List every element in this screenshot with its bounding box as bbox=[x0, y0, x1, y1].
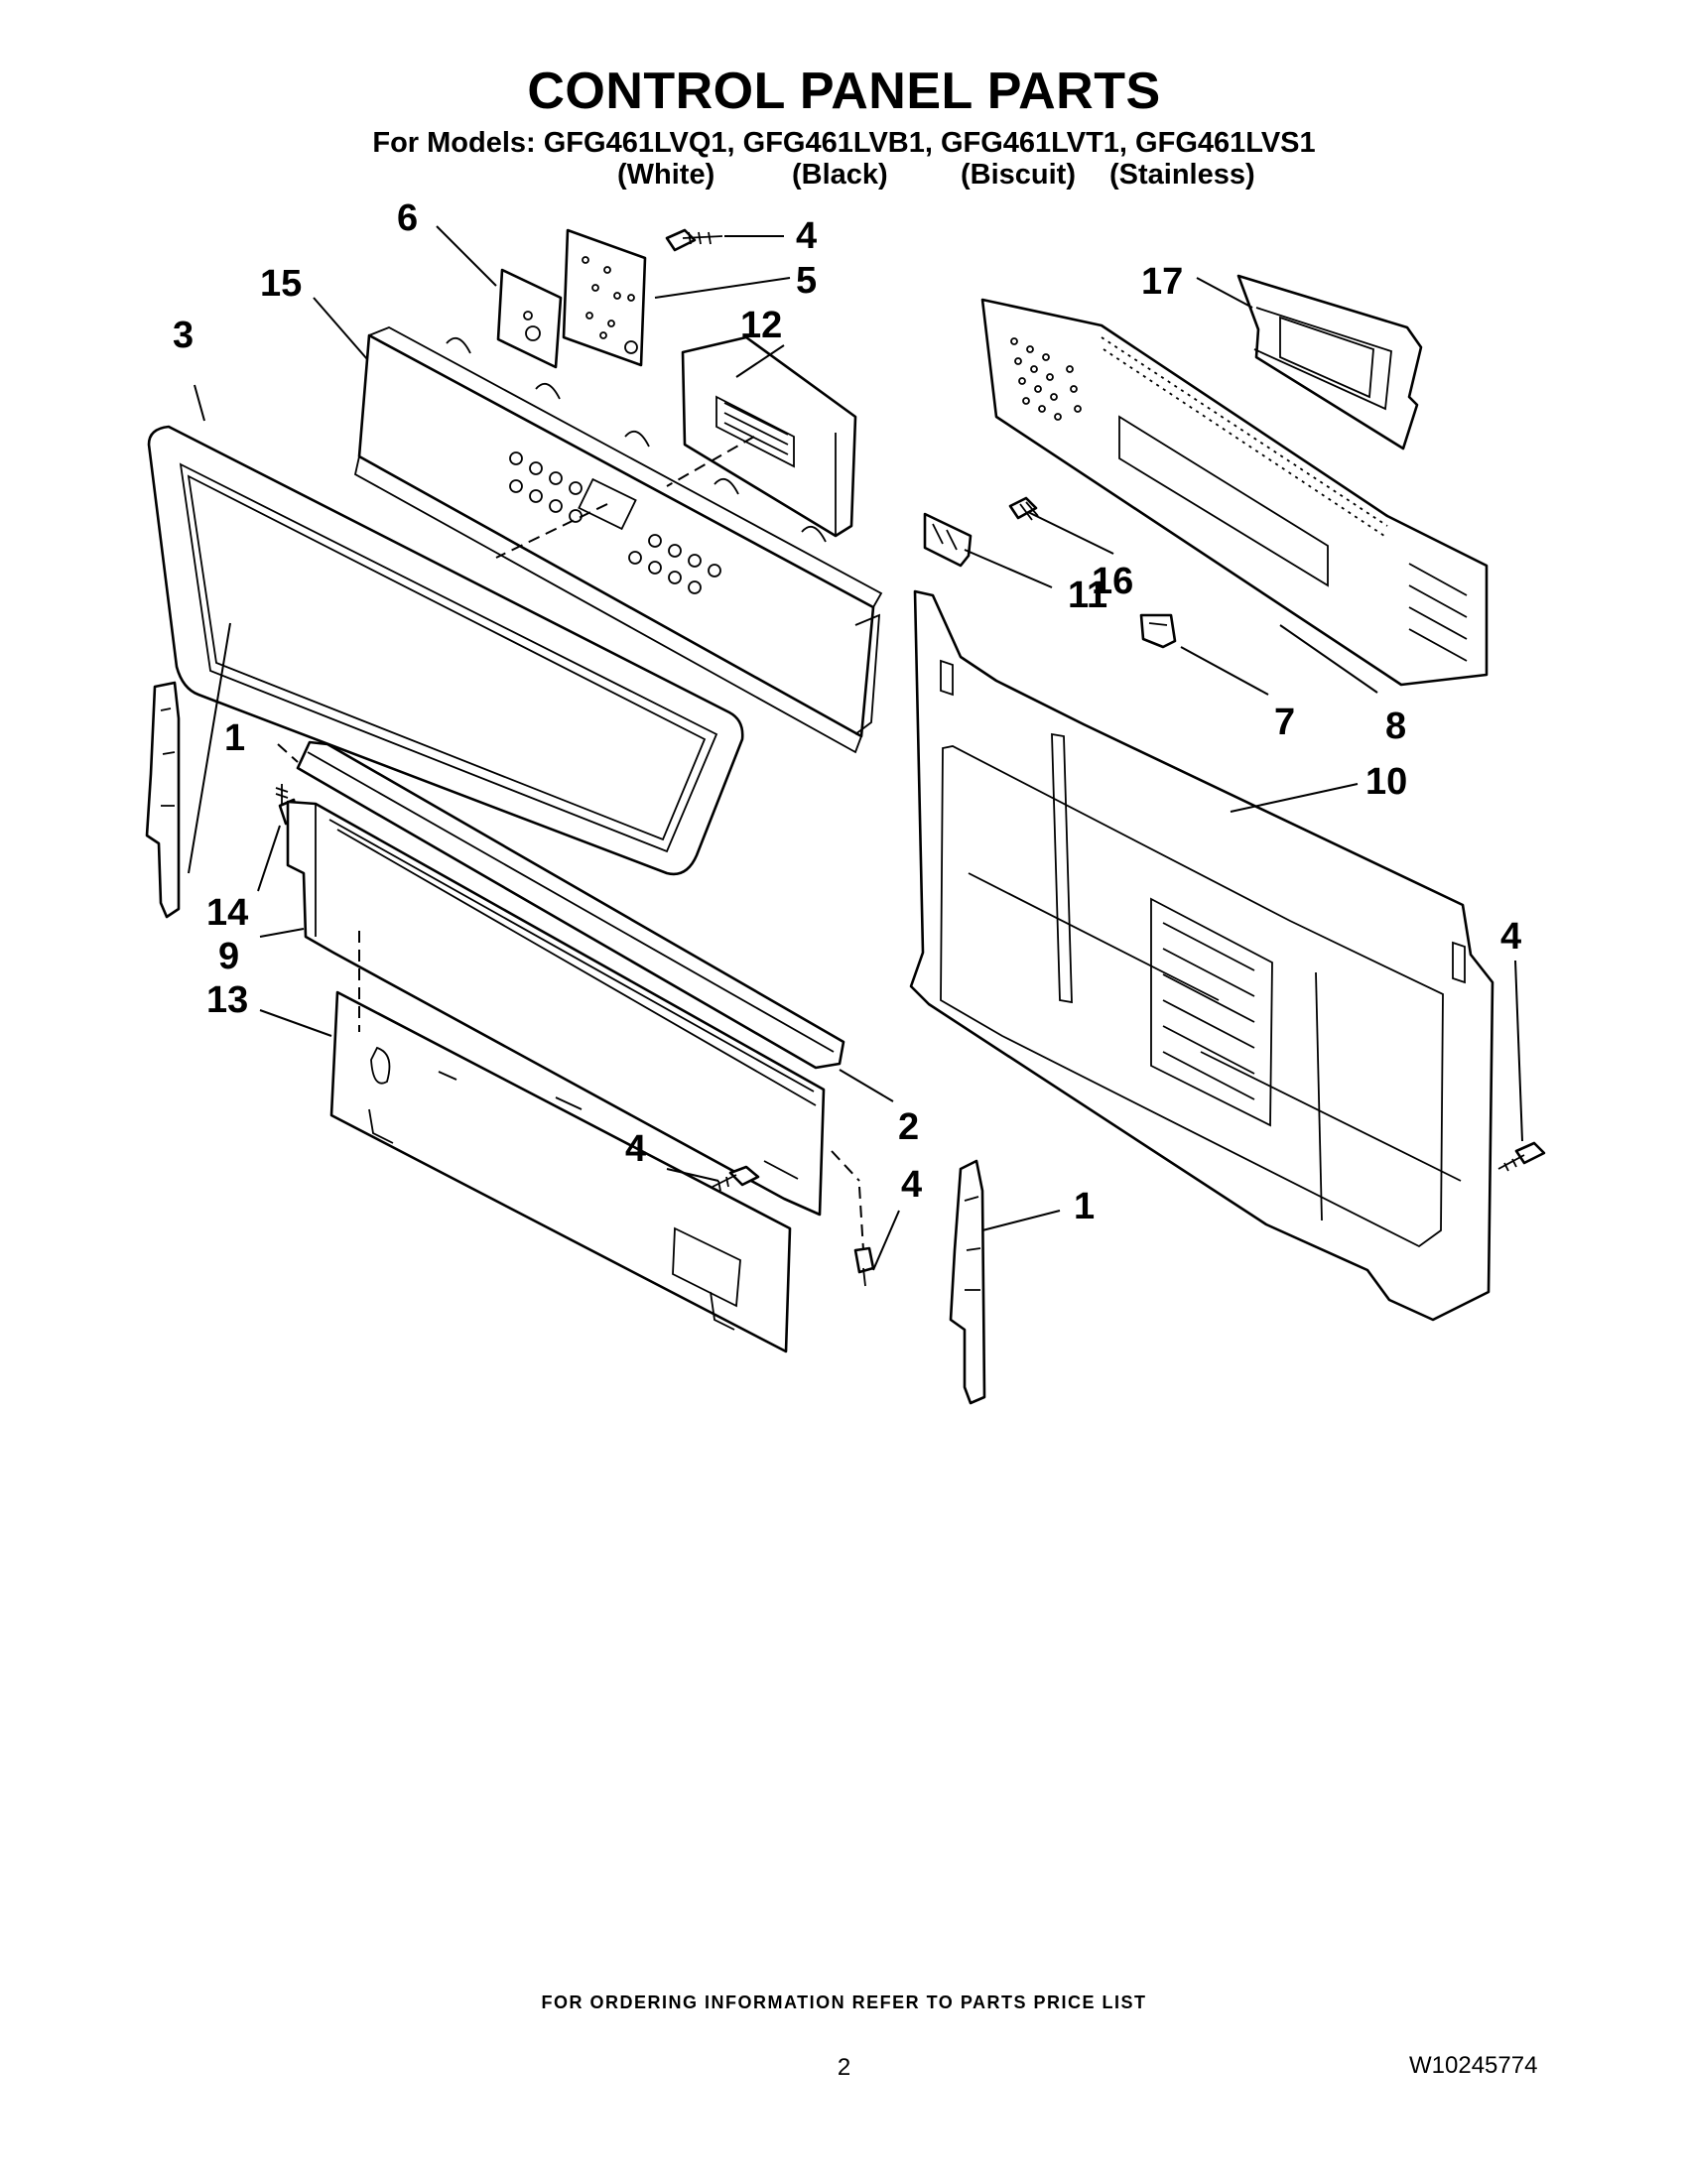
part-4-screw-right bbox=[1497, 1141, 1546, 1172]
callout-9: 9 bbox=[218, 936, 239, 977]
callout-11: 11 bbox=[1068, 575, 1107, 616]
callout-17: 17 bbox=[1141, 261, 1183, 303]
callout-13: 13 bbox=[206, 979, 248, 1021]
part-3-trim-frame bbox=[147, 425, 744, 876]
leader-lines bbox=[188, 225, 1523, 1271]
part-15-control-panel bbox=[353, 326, 883, 754]
part-12-electronic-control bbox=[681, 335, 857, 538]
callout-7: 7 bbox=[1274, 702, 1295, 743]
callout-16: 16 bbox=[1092, 561, 1133, 602]
part-10-rear-panel bbox=[909, 589, 1494, 1322]
part-6-bracket bbox=[496, 268, 563, 369]
part-9-housing bbox=[286, 800, 826, 1217]
callout-1-right: 1 bbox=[1074, 1186, 1095, 1227]
part-16-screw bbox=[1008, 496, 1039, 521]
part-1-end-cap-right bbox=[949, 1159, 986, 1405]
part-4-screw-middle bbox=[712, 1165, 760, 1192]
models-line: For Models: GFG461LVQ1, GFG461LVB1, GFG4… bbox=[372, 127, 1316, 159]
callout-8: 8 bbox=[1385, 706, 1406, 747]
callout-4-right: 4 bbox=[1500, 916, 1521, 958]
callout-1-left: 1 bbox=[224, 717, 245, 759]
panel-buttons bbox=[509, 451, 721, 594]
part-17-bracket bbox=[1236, 274, 1423, 450]
callout-10: 10 bbox=[1365, 761, 1407, 803]
callout-14: 14 bbox=[206, 892, 248, 934]
finish-white: (White) bbox=[617, 159, 715, 191]
callout-6: 6 bbox=[397, 197, 418, 239]
finish-biscuit: (Biscuit) bbox=[961, 159, 1076, 191]
part-1-end-cap-left bbox=[145, 681, 181, 919]
part-4-screw-bottom bbox=[853, 1246, 875, 1287]
part-7-terminal-block bbox=[1139, 613, 1177, 649]
callout-12: 12 bbox=[740, 305, 782, 346]
part-8-rear-cover bbox=[980, 298, 1489, 687]
callout-labels: 1 1 2 3 4 4 4 4 5 6 7 8 9 10 11 12 13 14… bbox=[173, 197, 1521, 1227]
finish-black: (Black) bbox=[792, 159, 888, 191]
finish-stainless: (Stainless) bbox=[1109, 159, 1255, 191]
callout-3: 3 bbox=[173, 315, 194, 356]
callout-4-bottom: 4 bbox=[901, 1164, 922, 1206]
ordering-note: FOR ORDERING INFORMATION REFER TO PARTS … bbox=[541, 1992, 1147, 2012]
page-title: CONTROL PANEL PARTS bbox=[527, 63, 1161, 120]
callout-4-middle: 4 bbox=[625, 1128, 646, 1170]
part-11-clip bbox=[923, 512, 973, 568]
part-4-screw-top bbox=[665, 228, 723, 252]
hidden-lines bbox=[277, 436, 864, 1251]
callout-4-top: 4 bbox=[796, 215, 817, 257]
part-5-circuit-board bbox=[562, 228, 647, 367]
callout-2: 2 bbox=[898, 1106, 919, 1148]
page-number: 2 bbox=[837, 2054, 851, 2081]
vent-holes bbox=[1010, 337, 1082, 421]
vent-slots bbox=[1150, 897, 1273, 1127]
callout-5: 5 bbox=[796, 260, 817, 302]
part-2-top-trim bbox=[296, 740, 845, 1070]
part-13-access-panel bbox=[329, 990, 792, 1353]
callout-15: 15 bbox=[260, 263, 302, 305]
document-number: W10245774 bbox=[1409, 2052, 1538, 2079]
